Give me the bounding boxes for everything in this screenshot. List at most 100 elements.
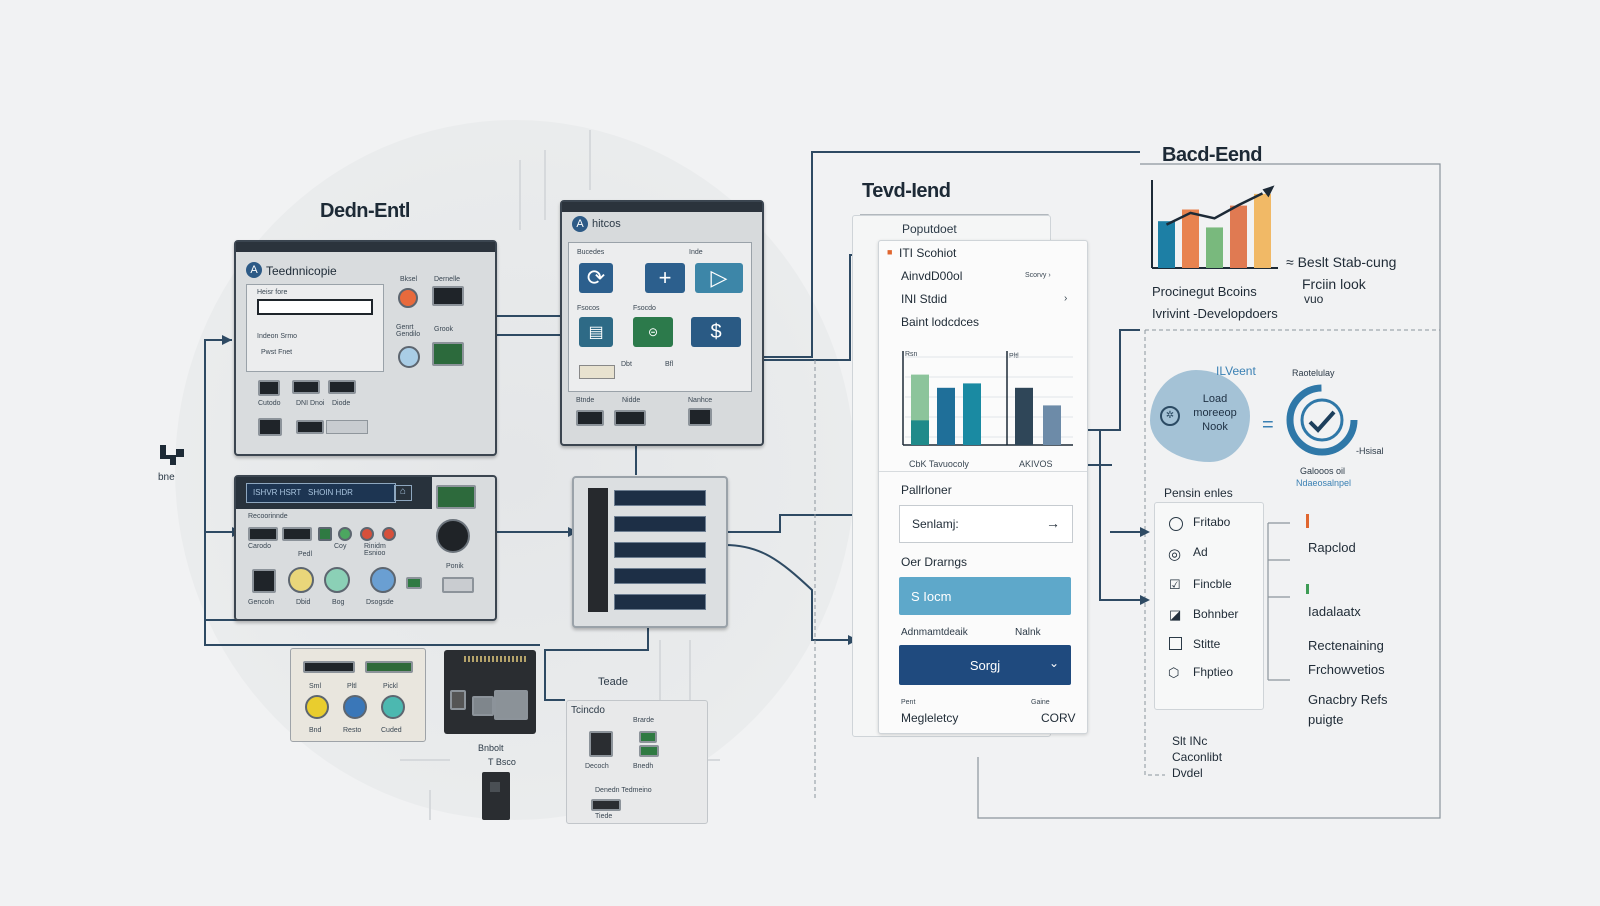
small-device <box>482 772 510 820</box>
text-field[interactable] <box>257 299 373 315</box>
search-input-value: Senlamj: <box>912 517 959 531</box>
login-button-label: S Iocm <box>911 588 952 604</box>
document-icon[interactable]: ▤ <box>579 317 613 347</box>
frontend-row-3-chevron-icon[interactable]: › <box>1064 293 1068 304</box>
panel5-strip <box>591 799 621 811</box>
frontend-row-2[interactable]: AinvdD00ol <box>901 269 963 283</box>
gauge-bottom-label-2: Ndaeosalnpel <box>1296 478 1352 488</box>
panel2-title: hitcos <box>592 218 621 230</box>
frontend-section-3-right: Nalnk <box>1015 627 1041 638</box>
login-button[interactable]: S Iocm <box>899 577 1071 615</box>
chart2-caption-right: AKIVOS <box>1019 459 1053 469</box>
small-device-port <box>490 782 500 792</box>
device-panel-1: A Teednnicopie Heisr fore Indeon Srmo Pw… <box>234 240 497 456</box>
head-profile-icon: ✲ Load moreeop Nook <box>1150 370 1250 462</box>
panel4-label-4: Bnd <box>309 727 322 734</box>
panel3-header: ISHVR HSRT SHOIN HDR ⌂ <box>236 477 432 509</box>
play-icon[interactable]: ▷ <box>695 263 743 293</box>
backend-side-text-3: vuo <box>1304 292 1324 306</box>
backend-list-item-4[interactable]: Bohnber <box>1193 607 1239 621</box>
blue-knob[interactable] <box>398 346 420 368</box>
db-port <box>252 569 276 593</box>
device-port-2 <box>472 696 494 716</box>
chart1-bar-1 <box>1158 221 1175 268</box>
frontend-row-1[interactable]: ITI Scohiot <box>899 246 957 260</box>
green-marker <box>1306 584 1309 594</box>
panel3-title: ISHVR HSRT <box>253 488 302 497</box>
field-label: Heisr fore <box>257 289 288 296</box>
dollar-icon[interactable]: $ <box>691 317 741 347</box>
gauge-bottom-label-1: Galooos oil <box>1300 466 1346 476</box>
rotary-knob[interactable] <box>436 519 470 553</box>
robot-arm-icon <box>158 443 188 469</box>
panel5-label-1: Brarde <box>633 717 655 724</box>
panel5-port-1 <box>589 731 613 757</box>
gear-icon: ✲ <box>1160 406 1180 426</box>
frontend-row-2-action[interactable]: Scorvy › <box>1025 272 1051 279</box>
right-list-item-5: Gnacbry Refs <box>1308 692 1388 707</box>
frontend-row-4[interactable]: Baint lodcdces <box>901 315 980 329</box>
sub-label-2: Pwst Fnet <box>261 349 293 356</box>
backend-list-item-5[interactable]: Stitte <box>1193 637 1221 651</box>
chart2-caption-left: CbK Tavuocoly <box>909 459 969 469</box>
hardware-device <box>444 650 536 734</box>
gauge-right-label: -Hsisal <box>1356 446 1384 456</box>
arrow-right-icon[interactable]: → <box>1046 515 1060 531</box>
pin-header <box>464 656 528 662</box>
backend-list-item-2[interactable]: Ad <box>1193 545 1208 559</box>
port-row-3 <box>614 542 706 558</box>
backend-list-item-6[interactable]: Fhptieo <box>1193 665 1234 679</box>
green-jack <box>338 527 352 541</box>
frontend-header: Poputdoet <box>902 222 957 236</box>
sidebar-icon-label: bne <box>158 472 175 483</box>
logo-icon: A <box>572 216 588 232</box>
chart2-bar-5 <box>1015 387 1033 445</box>
panel2-label-1: Bucedes <box>577 249 605 256</box>
panel2-bar-label-1: Dbt <box>621 361 632 368</box>
dropdown-select[interactable]: Sorgj ⌄ <box>899 645 1071 685</box>
panel4-label-5: Resto <box>343 727 362 734</box>
chart2-bar-1-lower <box>911 420 929 445</box>
panel2-bottom-1: Btnde <box>576 397 595 404</box>
refresh-icon[interactable]: ⟳ <box>579 263 613 293</box>
divider <box>879 471 1087 472</box>
port-d <box>258 418 282 436</box>
port-row-2 <box>614 516 706 532</box>
panel5-led-1 <box>639 731 657 743</box>
backend-list-item-3[interactable]: Fincble <box>1193 577 1232 591</box>
chip-icon[interactable]: ⊝ <box>633 317 673 347</box>
chart2-bar-6 <box>1043 405 1061 445</box>
search-input[interactable]: Senlamj: → <box>899 505 1073 543</box>
panel2-bottom-3: Nanhce <box>688 397 713 404</box>
event-label: ILVeent <box>1216 364 1256 378</box>
home-icon[interactable]: ⌂ <box>394 485 412 501</box>
frontend-row-3[interactable]: INI Stdid <box>901 292 948 306</box>
footer-small-right: Gaine <box>1031 699 1050 706</box>
connector-port <box>432 286 464 306</box>
panel2-bar-label-2: Bfl <box>665 361 674 368</box>
connector-block <box>436 485 476 509</box>
add-icon[interactable]: + <box>645 263 685 293</box>
panel3-label-10: Dsogsde <box>366 599 394 606</box>
backend-chart-caption-1: Procinegut Bcoins <box>1152 284 1257 299</box>
teal-jack <box>324 567 350 593</box>
panel1-screen: Heisr fore Indeon Srmo Pwst Fnet <box>246 284 384 372</box>
strip-port-2 <box>365 661 413 673</box>
chart1-bar-2 <box>1182 209 1199 268</box>
port-e <box>296 420 324 434</box>
panel4-label-6: Cuded <box>381 727 402 734</box>
panel3-display: ISHVR HSRT SHOIN HDR <box>246 483 396 503</box>
blue-connector <box>343 695 367 719</box>
db9-port <box>442 577 474 593</box>
sub-label-1: Indeon Srmo <box>257 333 298 340</box>
red-knob[interactable] <box>398 288 418 308</box>
device-label-2: T Bsco <box>488 757 516 767</box>
port-b <box>292 380 320 394</box>
backend-side-text-1: ≈ Beslt Stab-cung <box>1286 254 1397 270</box>
panel3-label-1: Recoorinnde <box>248 513 288 520</box>
frontend-row-bullet-icon: ■ <box>887 247 893 257</box>
bottom-note-3: Dvdel <box>1172 766 1203 780</box>
chart2-bar-3 <box>963 383 981 445</box>
backend-list-item-1[interactable]: Fritabo <box>1193 515 1231 529</box>
